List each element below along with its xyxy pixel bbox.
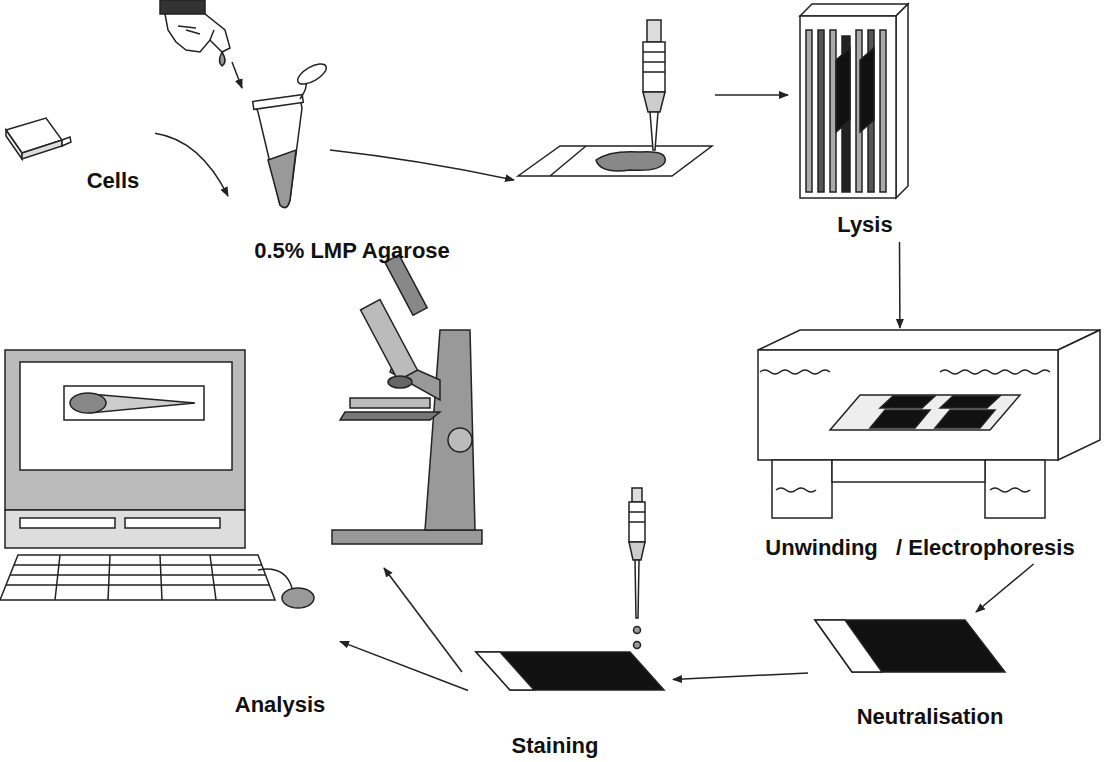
process-step: Analysis xyxy=(0,345,340,725)
eppendorf-tube xyxy=(253,60,330,208)
computer xyxy=(0,350,314,608)
step-label: Lysis xyxy=(834,212,895,238)
flow-arrow xyxy=(155,133,228,196)
lysis-tank xyxy=(800,4,908,198)
neutralisation-slide xyxy=(815,620,1005,672)
process-step: Unwinding / Electrophoresis xyxy=(728,328,1110,564)
step-label: Cells xyxy=(84,168,143,194)
flow-arrow xyxy=(976,564,1034,612)
process-step: Lysis xyxy=(790,0,940,242)
step-label: 0.5% LMP Agarose xyxy=(251,238,453,264)
electrophoresis-tank xyxy=(758,330,1100,518)
staining-slide xyxy=(476,488,664,690)
process-step: Staining xyxy=(468,482,673,760)
process-step: 0.5% LMP Agarose xyxy=(228,88,488,268)
hand-pipetting xyxy=(160,0,230,66)
flow-arrow xyxy=(673,673,808,679)
layout-arrows xyxy=(232,62,788,672)
step-label: Unwinding / Electrophoresis xyxy=(762,535,1077,561)
step-label: Neutralisation xyxy=(854,704,1007,730)
flow-arrow xyxy=(899,242,901,328)
pipette xyxy=(643,20,665,150)
flow-arrow xyxy=(340,641,468,690)
step-label: Staining xyxy=(509,733,602,759)
slide-with-agarose xyxy=(518,20,712,176)
process-step: Cells xyxy=(5,112,155,197)
microscope xyxy=(332,255,482,544)
step-label: Analysis xyxy=(232,692,329,718)
culture-flask xyxy=(6,118,71,159)
process-step: Neutralisation xyxy=(808,612,1018,734)
